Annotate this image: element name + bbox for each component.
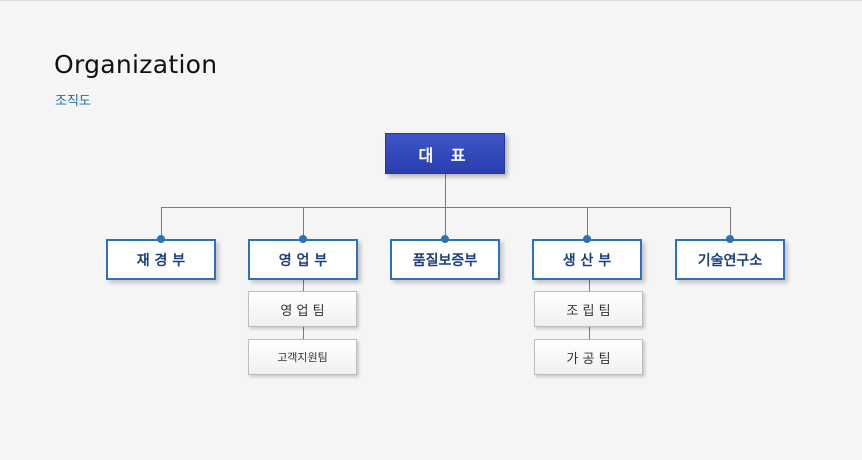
dept-sales: 영 업 부 [248, 239, 358, 280]
connector-dot [583, 235, 591, 243]
dept-quality-assurance: 품질보증부 [390, 239, 500, 280]
dept-rnd-center: 기술연구소 [675, 239, 785, 280]
page-title: Organization [54, 50, 218, 79]
dept-finance: 재 경 부 [106, 239, 216, 280]
team-assembly: 조 립 팀 [534, 291, 643, 327]
connector-dot [441, 235, 449, 243]
team-machining: 가 공 팀 [534, 339, 643, 375]
connector-dot [157, 235, 165, 243]
ceo-box: 대 표 [385, 133, 505, 174]
team-sales: 영 업 팀 [248, 291, 357, 327]
top-border [0, 0, 862, 1]
connector-dot [299, 235, 307, 243]
connector-dot [726, 235, 734, 243]
dept-production: 생 산 부 [532, 239, 642, 280]
team-customer-support: 고객지원팀 [248, 339, 357, 375]
page-subtitle: 조직도 [55, 94, 91, 109]
